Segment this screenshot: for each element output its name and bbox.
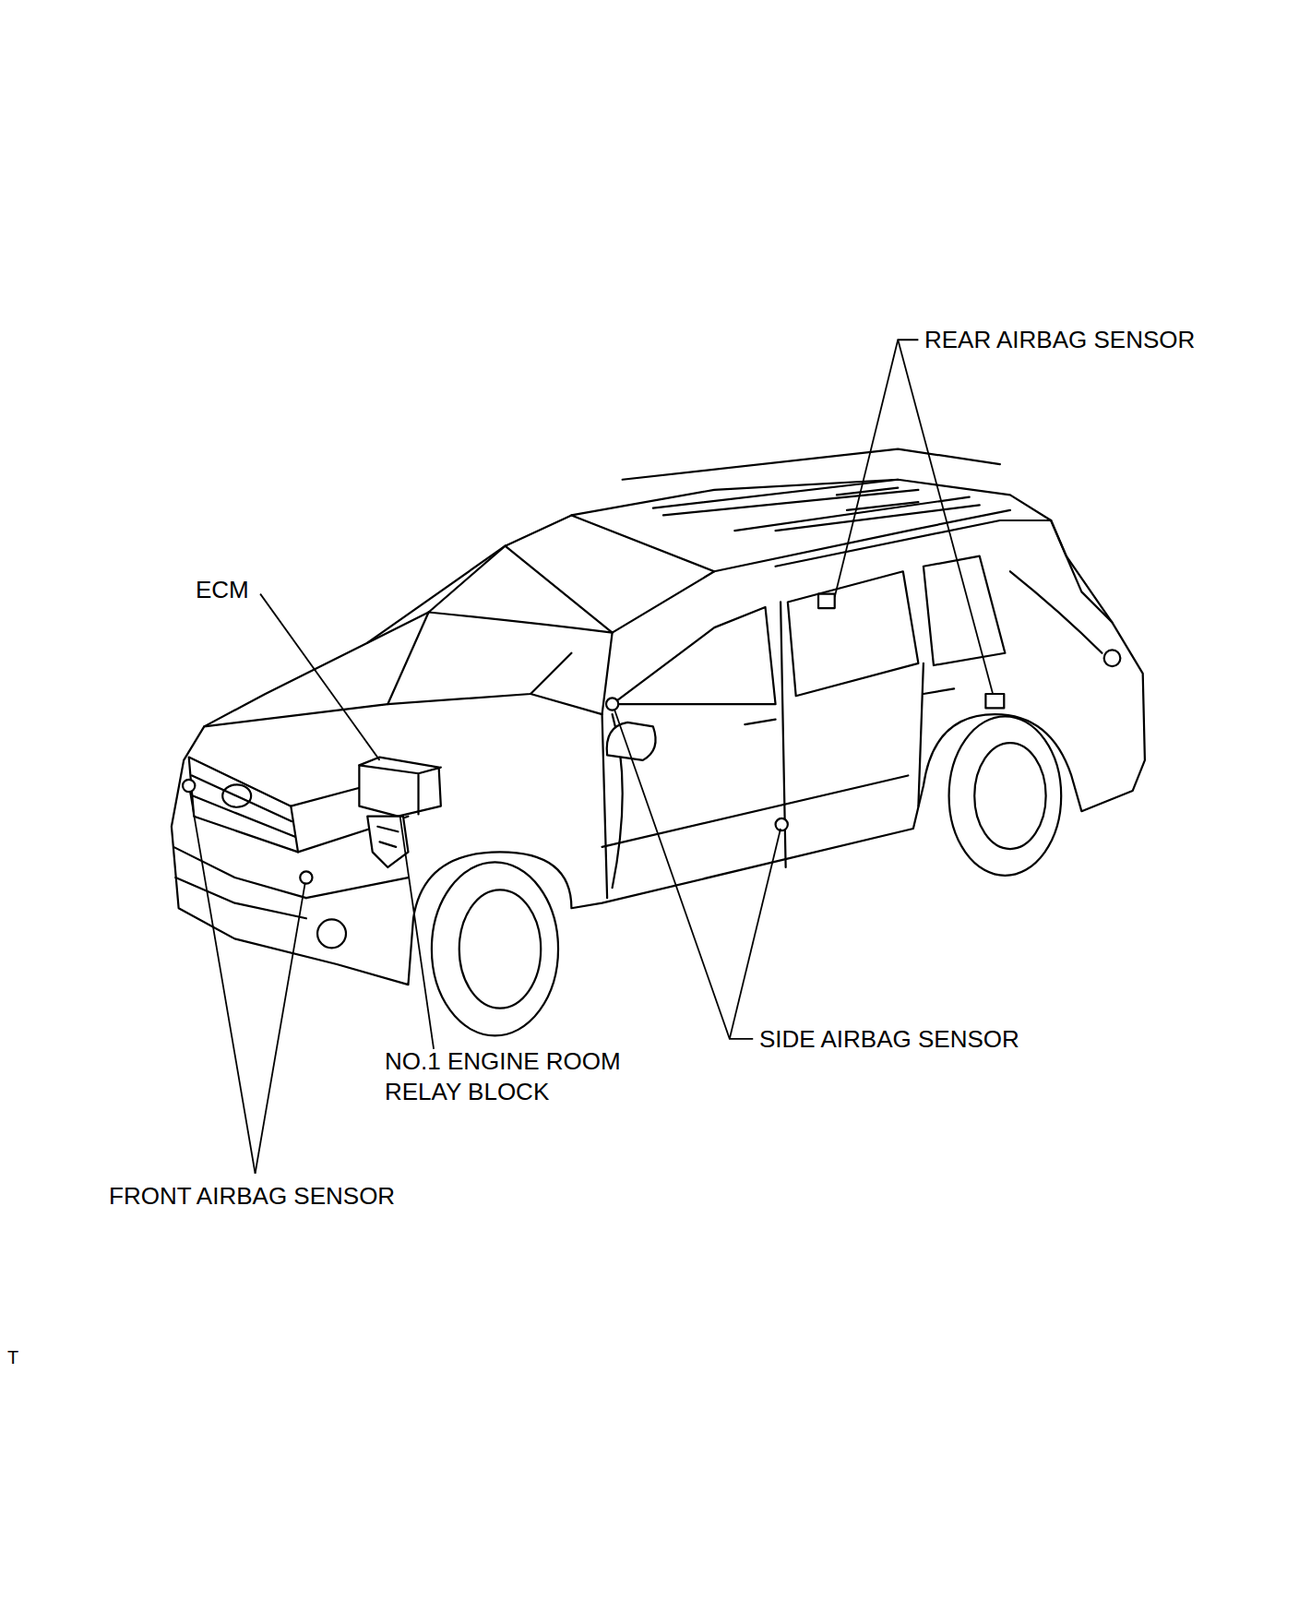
- part-label: REAR AIRBAG SENSOR: [924, 324, 1195, 356]
- part-label: SIDE AIRBAG SENSOR: [759, 1024, 1020, 1055]
- part-label: ECM: [195, 574, 250, 606]
- figure-code: T: [7, 1346, 19, 1370]
- part-label: NO.1 ENGINE ROOM RELAY BLOCK: [384, 1046, 648, 1107]
- part-label: FRONT AIRBAG SENSOR: [108, 1180, 395, 1212]
